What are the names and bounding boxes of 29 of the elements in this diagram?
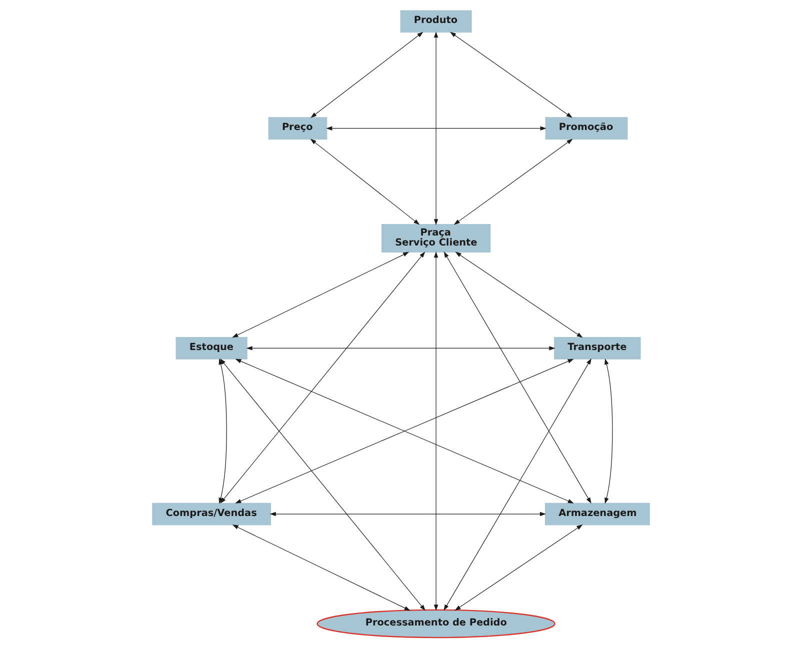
arrow: [232, 252, 410, 338]
arrow: [434, 252, 438, 611]
arrow: [310, 138, 420, 225]
arrow: [444, 252, 592, 504]
arrow: [220, 358, 426, 611]
node-box: Estoque: [176, 336, 248, 360]
arrow: [310, 32, 424, 118]
arrow: [455, 252, 583, 338]
node-box: Produto: [400, 10, 472, 33]
arrow: [444, 358, 592, 611]
arrow: [450, 32, 572, 118]
arrow: [235, 358, 574, 504]
arrow: [218, 358, 227, 504]
node-box: Preço: [268, 117, 328, 140]
node-box: Promoção: [545, 117, 628, 140]
node-box: Compras/Vendas: [152, 502, 272, 526]
node-box: Praça Serviço Cliente: [381, 224, 491, 253]
node-ellipse: Processamento de Pedido: [316, 609, 556, 638]
node-box: Armazenagem: [544, 502, 650, 526]
arrow: [326, 126, 546, 130]
node-box: Transporte: [554, 336, 641, 360]
arrow: [220, 252, 426, 504]
arrow: [454, 138, 573, 225]
arrow: [454, 524, 583, 611]
arrow: [434, 32, 438, 226]
arrow: [270, 512, 546, 516]
arrow: [604, 358, 613, 504]
arrow: [232, 524, 410, 611]
arrow: [246, 346, 556, 350]
